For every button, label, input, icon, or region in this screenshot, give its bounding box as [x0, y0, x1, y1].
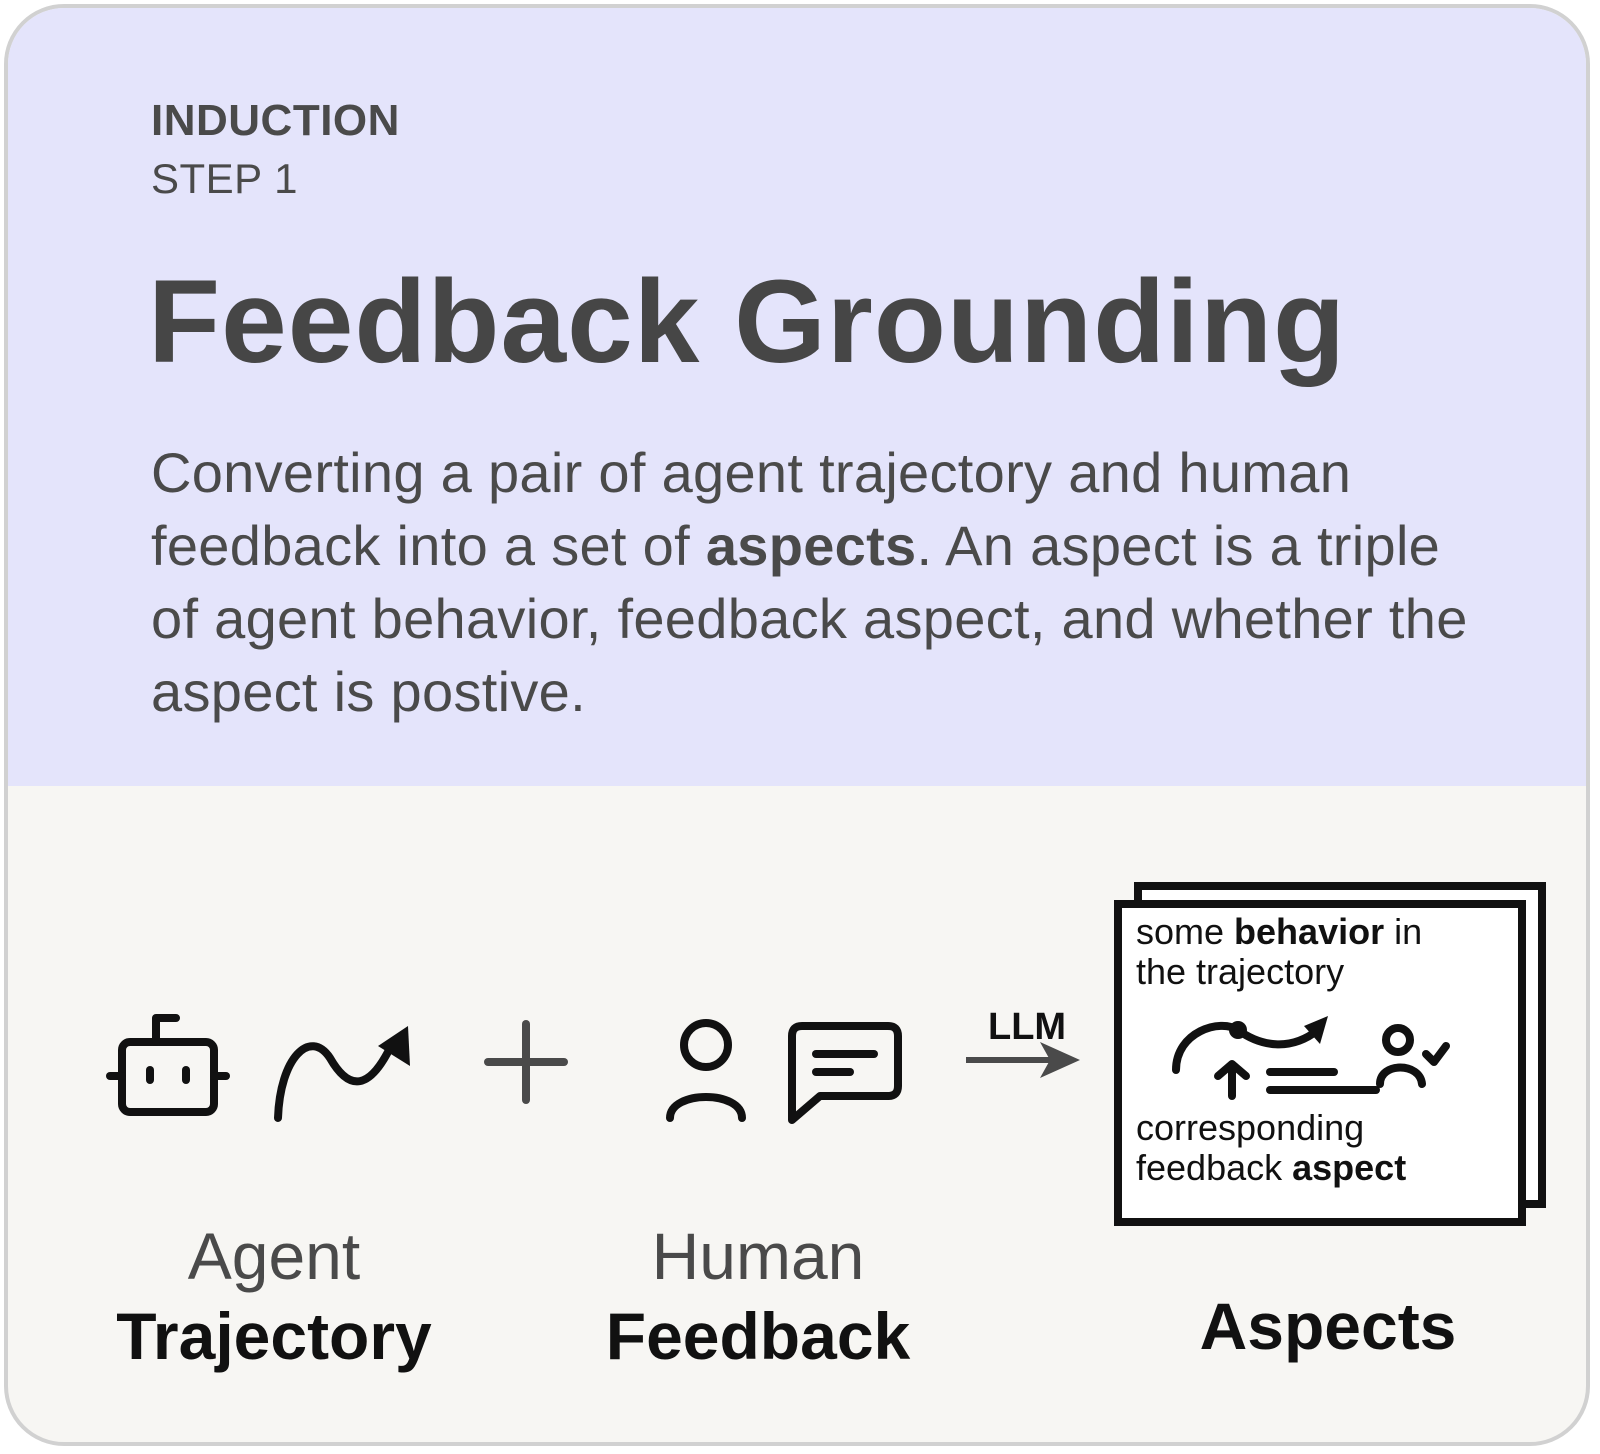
behavior-bold: behavior [1234, 911, 1385, 952]
behavior-feedback-icon [1172, 1016, 1450, 1100]
description: Converting a pair of agent trajectory an… [151, 436, 1481, 728]
agent-caption-bottom: Trajectory [116, 1299, 432, 1373]
person-icon [666, 1019, 746, 1122]
page-title: Feedback Grounding [148, 256, 1347, 388]
trajectory-arrow-icon [274, 1026, 410, 1122]
agent-caption-top: Agent [187, 1219, 361, 1293]
section-kicker: INDUCTION [151, 96, 400, 145]
description-text-1: Converting a pair of agent trajectory an… [151, 441, 1352, 577]
llm-label: LLM [988, 1006, 1067, 1048]
aspect-card-front: some behavior in the trajectory correspo… [1114, 900, 1526, 1226]
feedback-grounding-card: INDUCTION STEP 1 Feedback Grounding Conv… [4, 4, 1590, 1446]
right-arrow-icon [966, 1042, 1080, 1078]
aspect-text-line1: corresponding [1136, 1107, 1365, 1148]
aspect-text: feedback aspect [1136, 1148, 1406, 1188]
plus-icon [484, 1020, 568, 1104]
human-caption-top: Human [651, 1219, 865, 1293]
behavior-text: some behavior in [1136, 912, 1422, 952]
chat-bubble-icon [788, 1022, 902, 1124]
behavior-text-post: in [1384, 911, 1423, 952]
description-text-2: . An aspect is a triple of agent behavio… [151, 514, 1468, 723]
human-caption-bottom: Feedback [605, 1299, 911, 1373]
behavior-text-pre: some [1136, 911, 1235, 952]
aspect-bold: aspect [1292, 1147, 1407, 1188]
behavior-text-line2: the trajectory [1136, 951, 1345, 992]
header-panel: INDUCTION STEP 1 Feedback Grounding Conv… [8, 8, 1586, 786]
aspects-caption: Aspects [1199, 1289, 1457, 1363]
description-bold: aspects [705, 514, 917, 577]
robot-icon [106, 1014, 230, 1116]
aspect-text-pre: feedback [1136, 1147, 1293, 1188]
step-label: STEP 1 [151, 155, 298, 202]
